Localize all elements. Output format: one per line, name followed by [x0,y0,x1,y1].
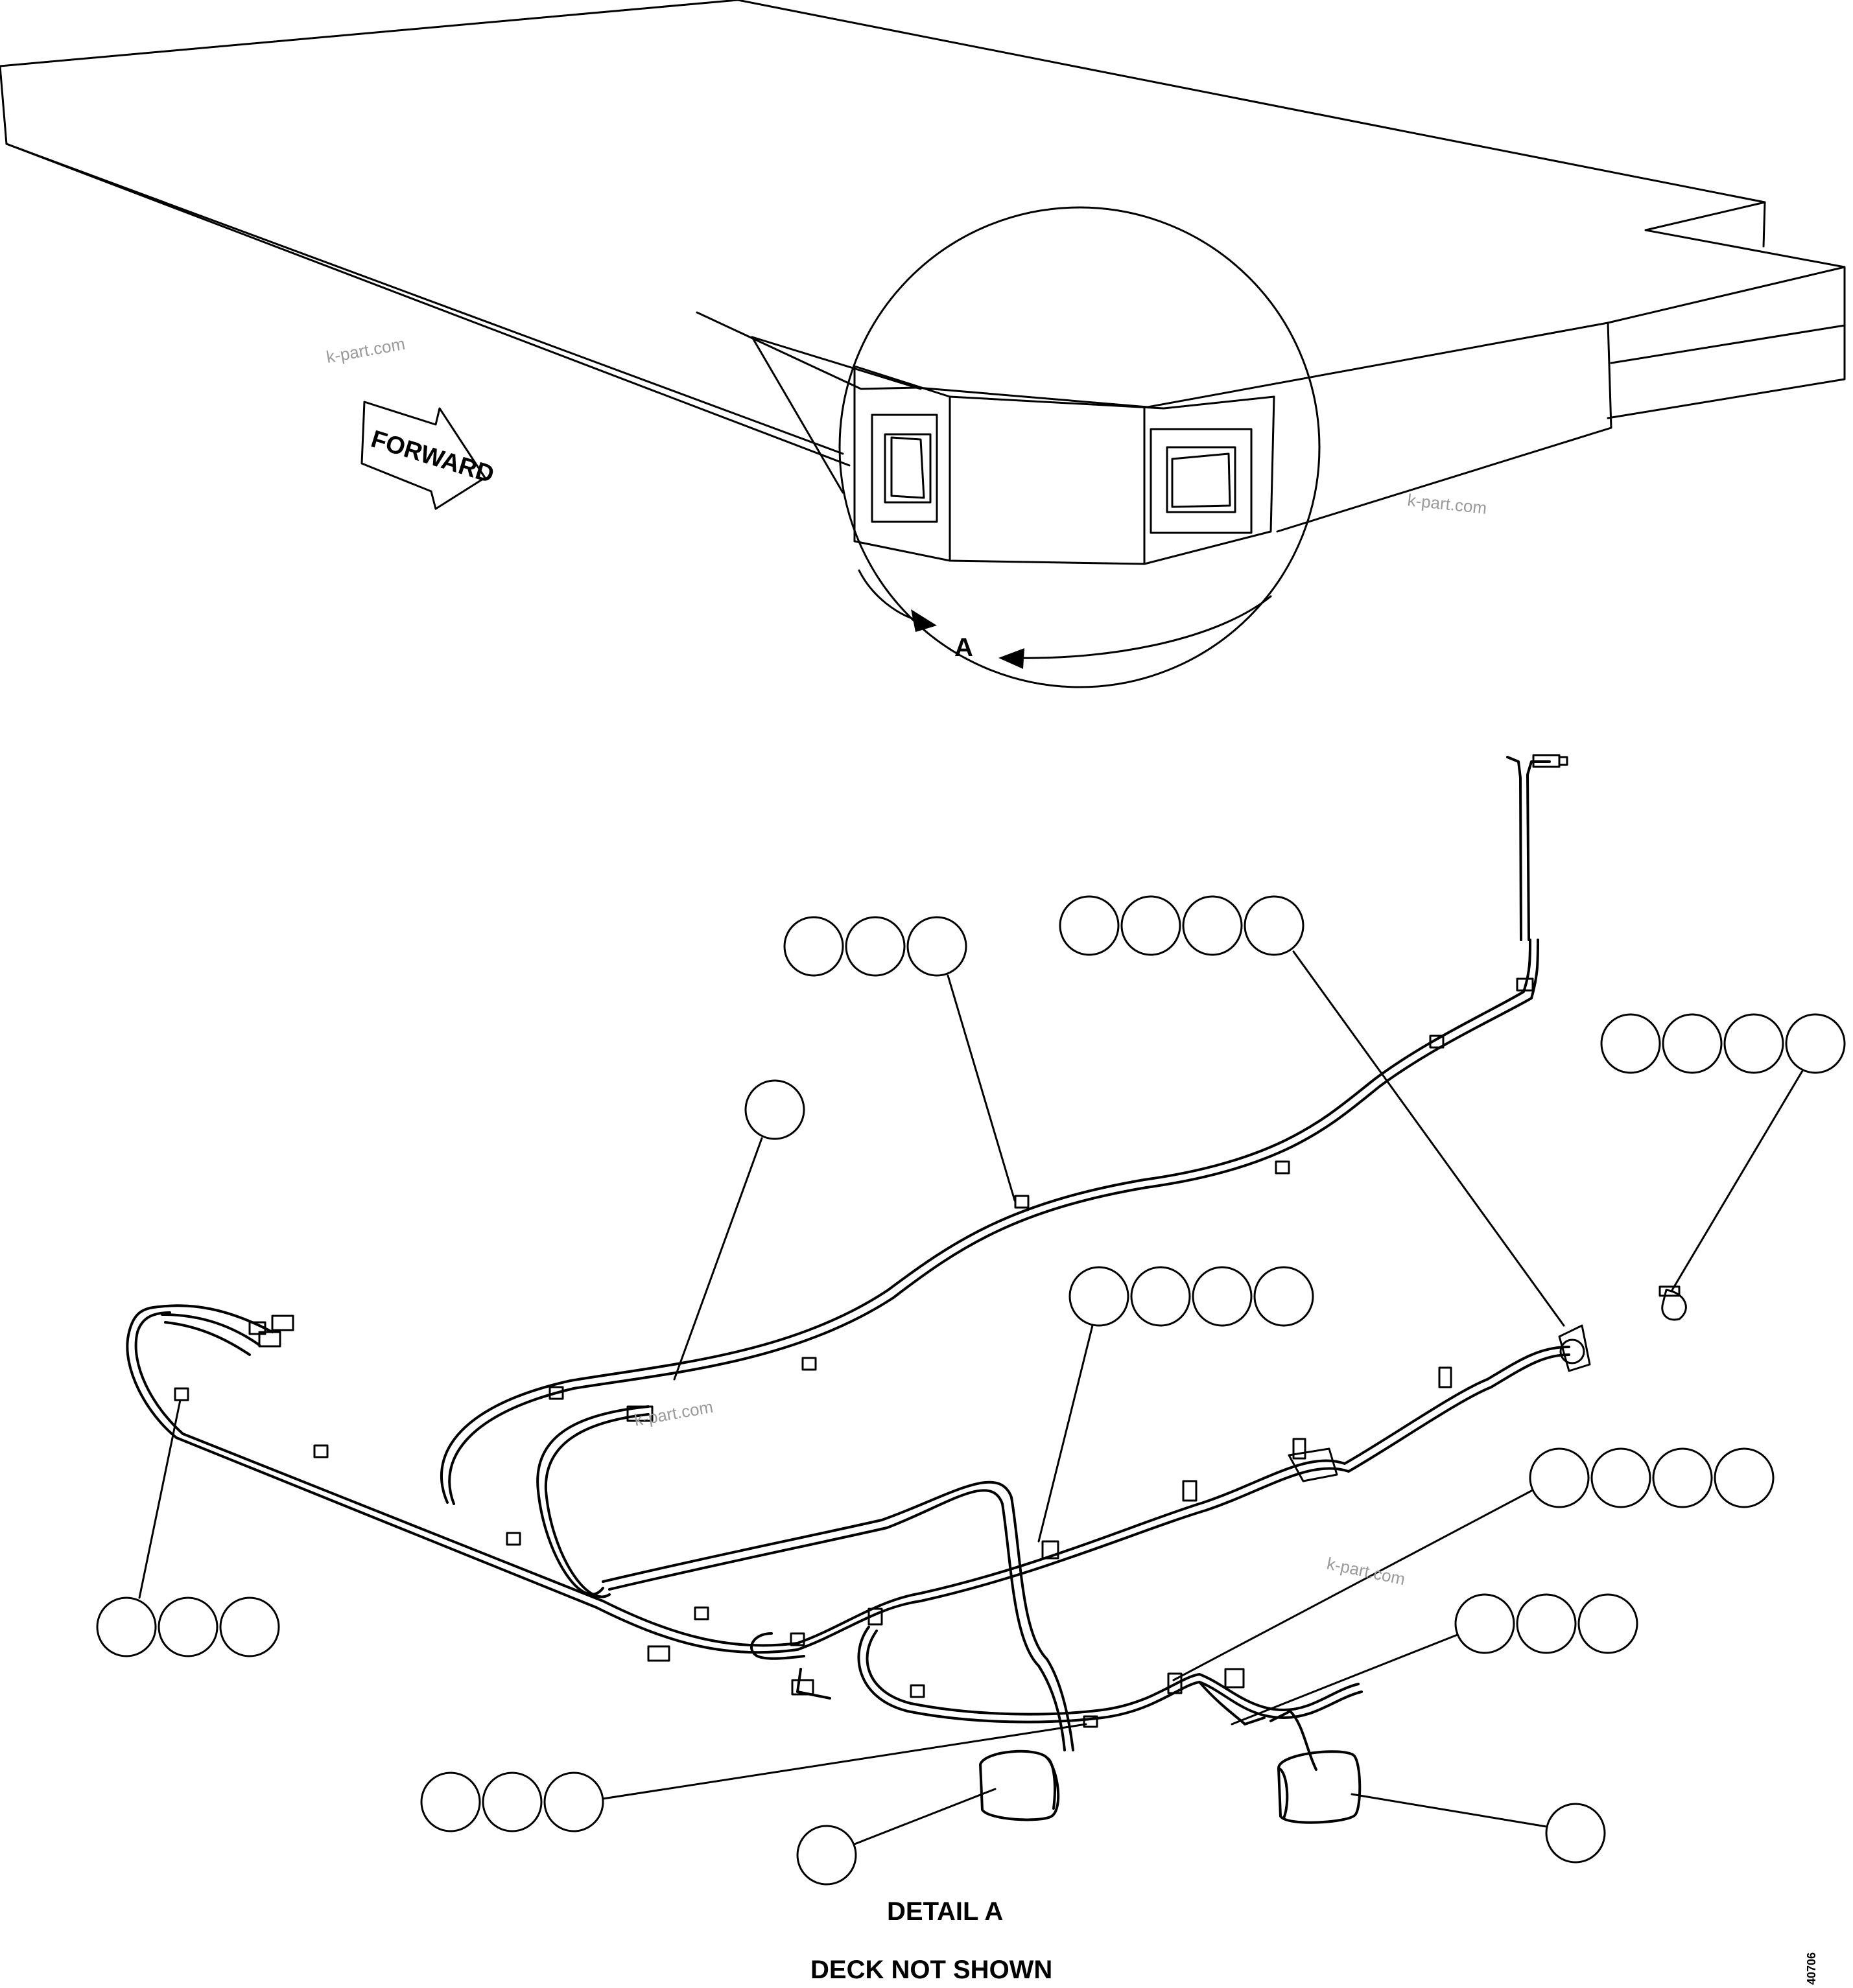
deck-outline [0,0,1846,533]
detail-marker: A [954,633,973,662]
clip-icon [910,1684,925,1698]
forward-arrow-icon [360,401,486,510]
deck-note: DECK NOT SHOWN [810,1956,1052,1984]
detail-marker-arrows [858,569,1272,659]
clip-icon [506,1532,521,1546]
callout-group-1 [783,916,1016,1202]
callout-group-7 [1172,1447,1775,1681]
arrowhead-icon [998,648,1024,669]
connector-icon [1661,1289,1687,1321]
clip-icon [1275,1160,1290,1175]
arrowhead-icon [911,609,937,632]
connector-icon [647,1645,670,1662]
clip-icon [174,1387,189,1401]
lamps [979,1749,1362,1824]
connector-icon [258,1331,281,1348]
drawing-number: 40706 [1805,1952,1818,1985]
connectors [174,754,1687,1728]
detail-title: DETAIL A [887,1897,1003,1926]
lamp-icon [1277,1750,1362,1824]
watermark: k-part.com [633,1397,714,1430]
callout-group-4 [673,1079,805,1381]
connector-icon [626,1405,654,1422]
callout-group-11 [1351,1793,1606,1864]
connector-icon [1288,1447,1338,1482]
wiring-harness [126,756,1570,1771]
connector-icon [1658,1285,1681,1297]
connector-icon [1558,1324,1591,1372]
lamp-icon [979,1749,1060,1821]
connector-icon [791,1679,814,1696]
connector-icon [1559,1339,1585,1364]
clip-icon [1083,1715,1098,1728]
callout-group-3 [1600,1013,1846,1292]
connector-icon [1558,756,1568,766]
connector-icon [271,1315,294,1331]
clip-icon [1041,1540,1059,1560]
clip-icon [313,1444,329,1458]
clip-icon [790,1632,805,1646]
connector-icon [248,1321,266,1335]
watermark: k-part.com [1406,490,1487,518]
watermark: k-part.com [325,334,407,367]
clip-icon [1182,1480,1198,1502]
callout-group-5 [1037,1266,1314,1543]
clip-icon [1167,1672,1183,1694]
clip-icon [867,1608,883,1626]
clip-icon [1429,1035,1445,1049]
watermark: k-part.com [1325,1554,1407,1589]
callout-group-8 [1231,1593,1638,1725]
callout-group-2 [1059,895,1565,1327]
clip-icon [801,1357,817,1371]
callout-group-10 [796,1788,997,1886]
detail-circle [838,206,1321,688]
callout-group-6 [96,1399,280,1657]
clip-icon [1014,1195,1030,1209]
forward-label: FORWARD [368,425,497,488]
clip-icon [1516,977,1534,992]
clip-icon [1292,1438,1306,1460]
clip-icon [694,1606,709,1620]
clip-icon [549,1386,564,1400]
clip-icon [1438,1366,1452,1388]
connector-icon [1224,1668,1245,1689]
callout-group-9 [420,1723,1087,1832]
